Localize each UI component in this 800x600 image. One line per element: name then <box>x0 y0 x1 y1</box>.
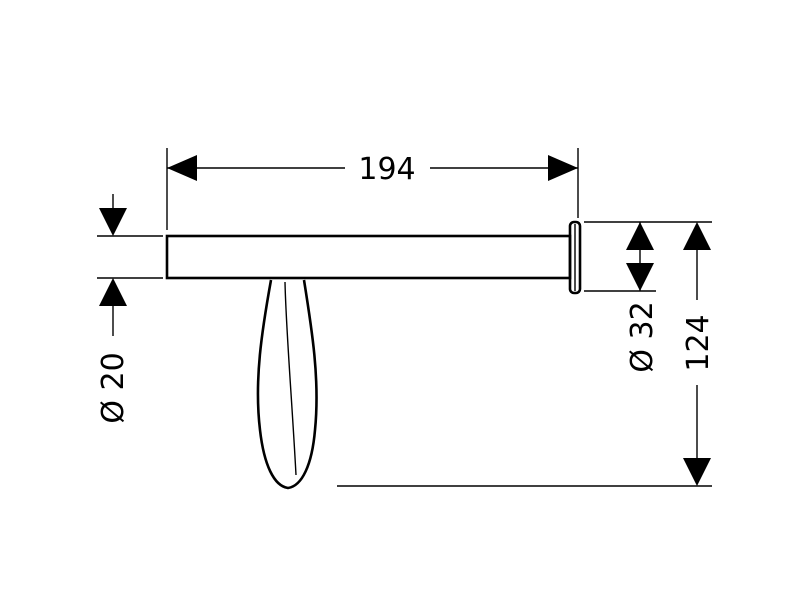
dimension-length: 194 <box>166 148 579 230</box>
arrowhead-down <box>99 208 127 236</box>
arrowhead-up <box>99 278 127 306</box>
dimension-pipe-diameter: Ø 20 <box>96 194 163 424</box>
arrowhead-left <box>167 155 197 181</box>
dimension-height-label: 124 <box>681 314 716 371</box>
dimension-flange-diameter: Ø 32 <box>584 221 660 373</box>
horizontal-tube <box>165 234 572 280</box>
arrowhead-right <box>548 155 578 181</box>
dimension-length-label: 194 <box>358 152 415 187</box>
hanging-leaf <box>256 279 318 490</box>
arrowhead-up <box>626 222 654 250</box>
dimension-height: 124 <box>337 221 716 487</box>
arrowhead-up <box>683 222 711 250</box>
wall-flange <box>568 220 582 295</box>
arrowhead-down <box>626 263 654 291</box>
arrowhead-down <box>683 458 711 486</box>
dimension-flange-diameter-label: Ø 32 <box>625 301 660 372</box>
dimension-pipe-diameter-label: Ø 20 <box>96 352 131 423</box>
